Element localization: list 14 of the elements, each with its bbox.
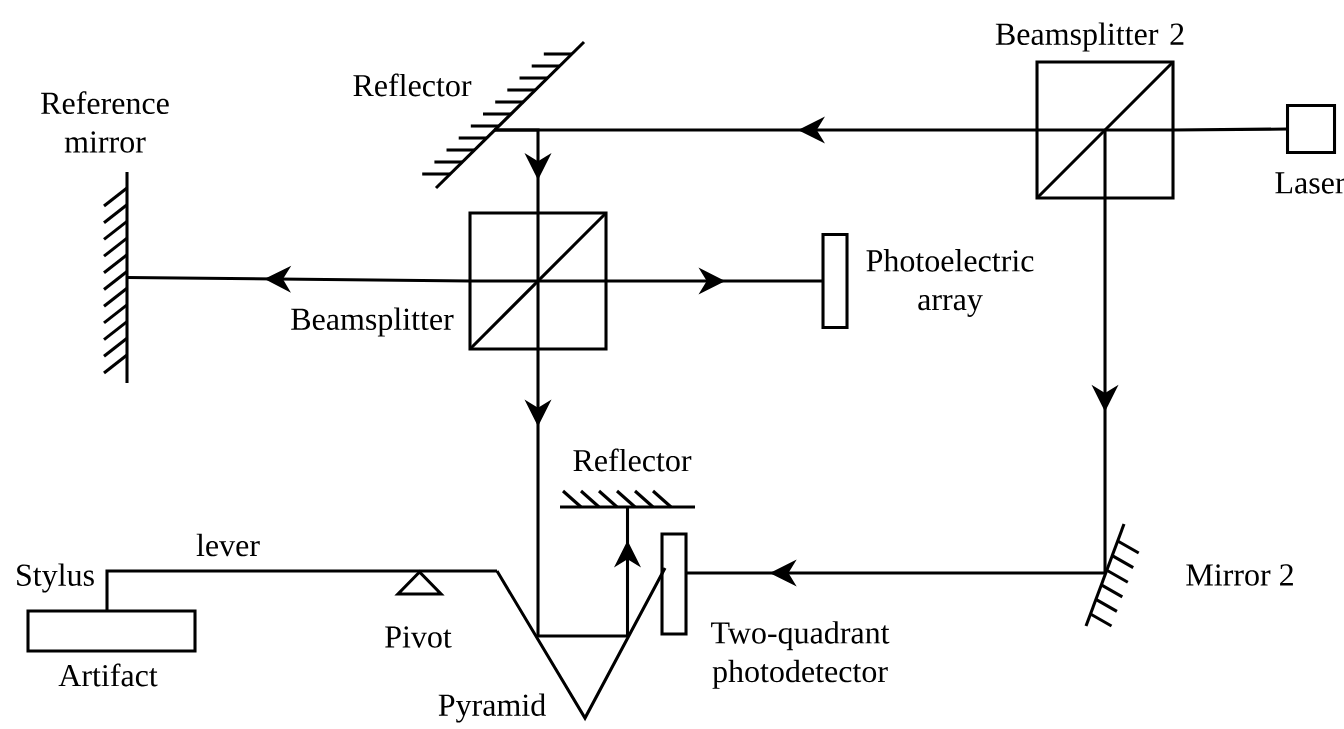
component-label: Artifact xyxy=(58,663,158,687)
part-label: lever xyxy=(196,533,260,557)
light-beam xyxy=(1173,127,1288,132)
component-label: Beamsplitter xyxy=(291,307,454,337)
component-label: Mirror 2 xyxy=(1186,564,1293,586)
component-label: Reflector xyxy=(573,448,692,472)
component-label: Two-quadrant photodetector xyxy=(711,621,890,689)
light-beam xyxy=(494,128,552,213)
component-label: Reference mirror xyxy=(41,91,169,153)
component-label: Reflector xyxy=(353,73,472,97)
component-label: Pyramid xyxy=(438,693,546,723)
component-label: Photoelectric array xyxy=(866,249,1034,317)
component-label: Pivot xyxy=(385,626,452,648)
component-label: Beamsplitter 2 xyxy=(995,22,1184,52)
